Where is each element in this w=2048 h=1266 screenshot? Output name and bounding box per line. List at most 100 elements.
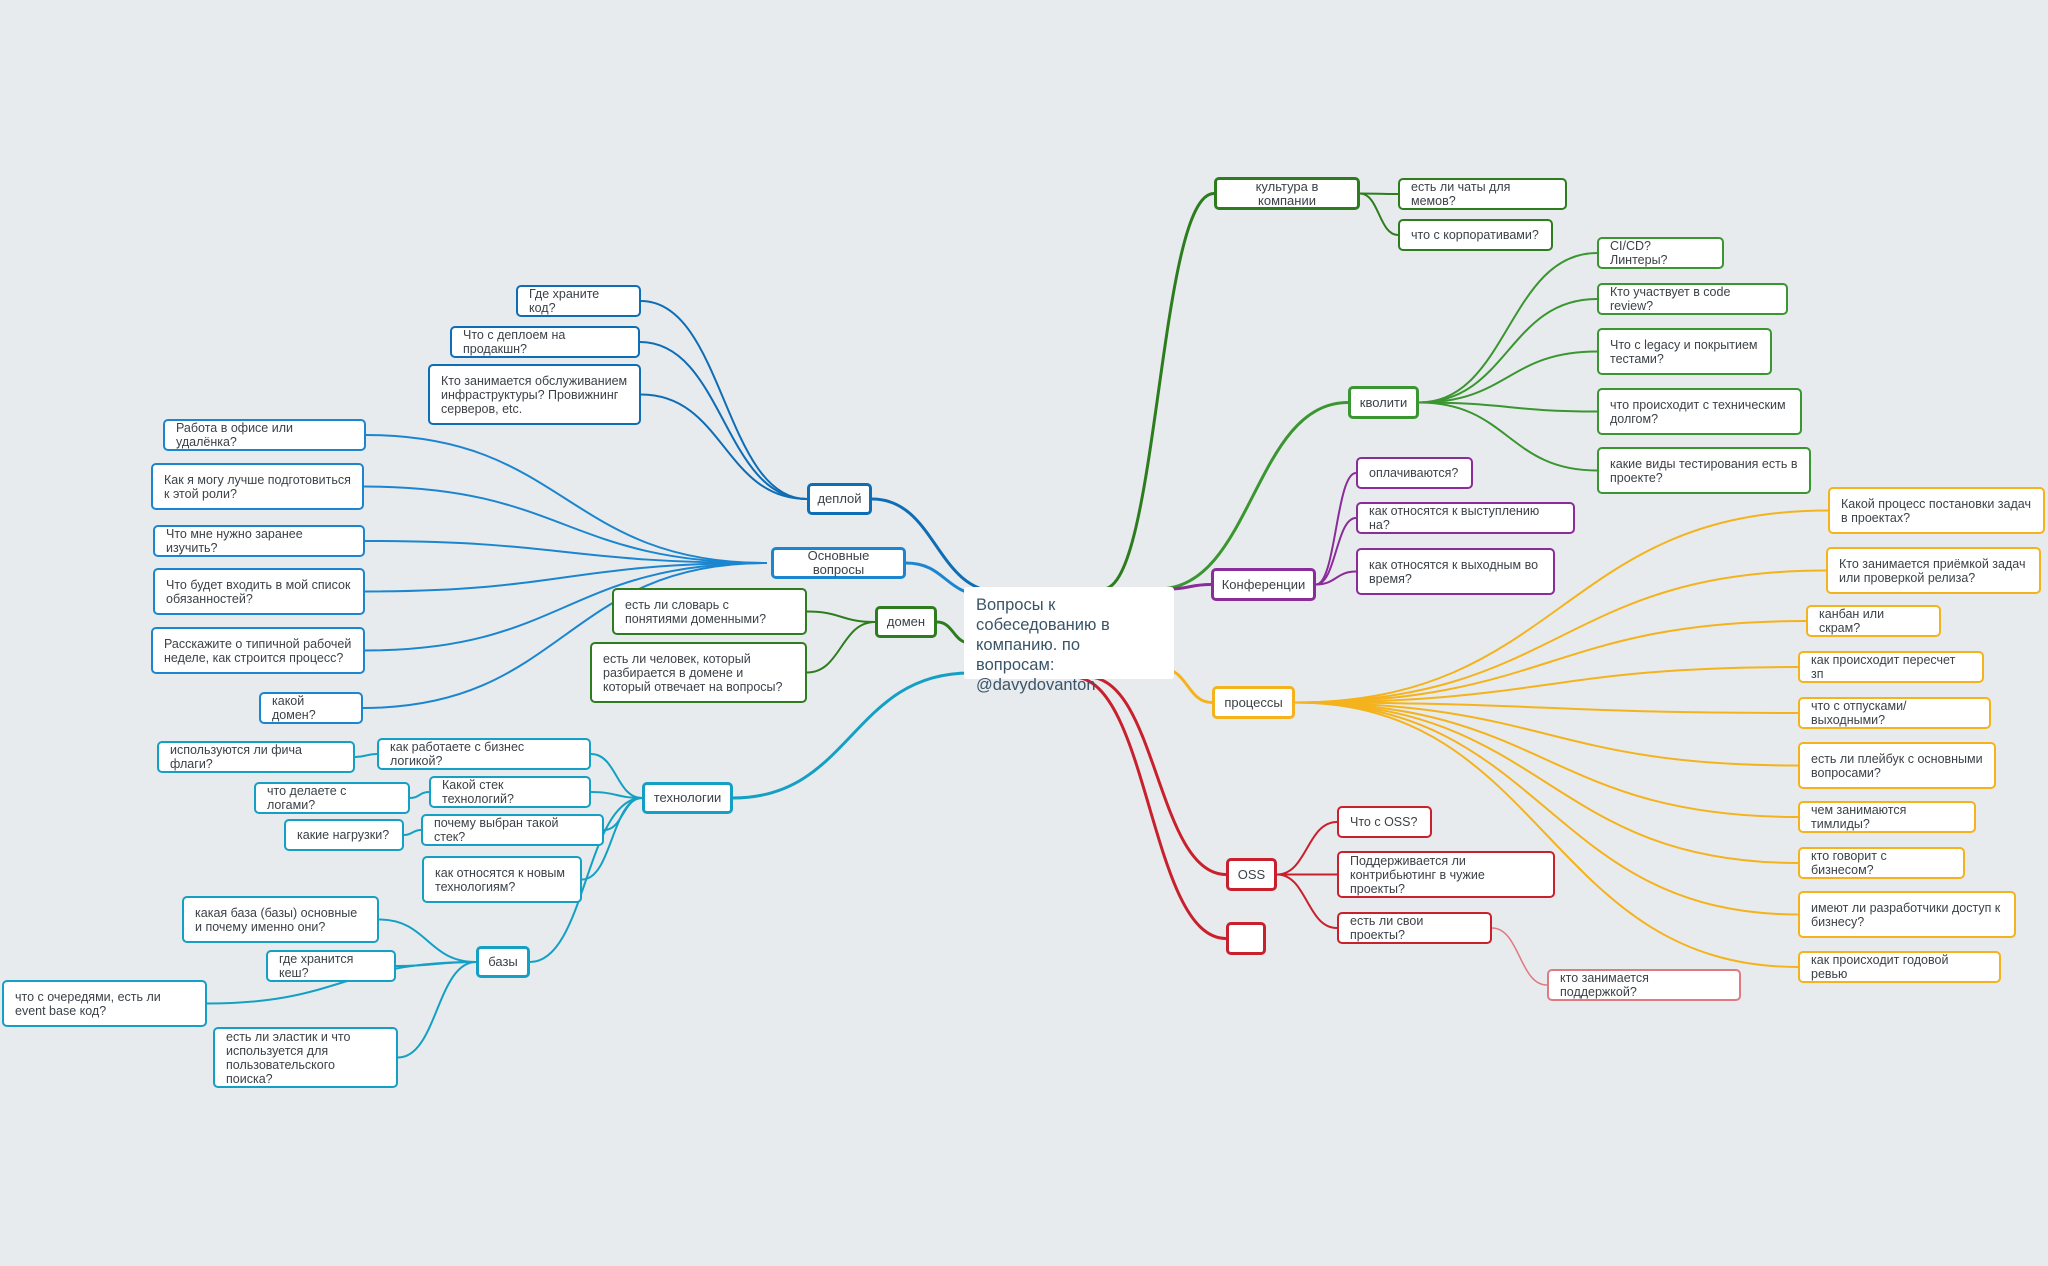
main-question[interactable]: Расскажите о типичной рабочей неделе, ка… — [151, 627, 365, 674]
deploy-question[interactable]: Что с деплоем на продакшн? — [450, 326, 640, 358]
tech-sub-question[interactable]: что делаете с логами? — [254, 782, 410, 814]
link-quality-4 — [1418, 401, 1598, 472]
tech-sub-question[interactable]: используются ли фича флаги? — [157, 741, 355, 773]
link-proc-7 — [1294, 701, 1799, 864]
branch-quality[interactable]: кволити — [1348, 386, 1419, 419]
link-deploy-1 — [639, 341, 808, 500]
branch-culture[interactable]: культура в компании — [1214, 177, 1360, 210]
domain-question[interactable]: есть ли словарь с понятиями доменными? — [612, 588, 807, 635]
main-question[interactable]: Что мне нужно заранее изучить? — [153, 525, 365, 557]
link-proc-2 — [1294, 620, 1807, 704]
link-domain-0 — [806, 610, 876, 623]
process-question[interactable]: кто говорит с бизнесом? — [1798, 847, 1965, 879]
link-bases-3 — [397, 961, 477, 1059]
branch-oss[interactable]: OSS — [1226, 858, 1277, 891]
link-proc-9 — [1294, 701, 1799, 968]
link-techgrand-0 — [354, 753, 378, 758]
domain-question[interactable]: есть ли человек, который разбирается в д… — [590, 642, 807, 703]
link-proc-8 — [1294, 701, 1799, 916]
link-conf-1 — [1315, 517, 1357, 586]
deploy-question[interactable]: Где храните код? — [516, 285, 641, 317]
database-question[interactable]: где хранится кеш? — [266, 950, 396, 982]
branch-empty[interactable] — [1226, 922, 1266, 955]
process-question[interactable]: как происходит пересчет зп — [1798, 651, 1984, 683]
tech-question[interactable]: как относятся к новым технологиям? — [422, 856, 582, 903]
link-oss-2 — [1276, 873, 1338, 929]
culture-question[interactable]: что с корпоративами? — [1398, 219, 1553, 251]
link-tech-0 — [590, 753, 643, 799]
link-culture-1 — [1359, 192, 1399, 236]
tech-question[interactable]: почему выбран такой стек? — [421, 814, 604, 846]
link-bases-2 — [206, 961, 477, 1005]
conference-question[interactable]: оплачиваются? — [1356, 457, 1473, 489]
culture-question[interactable]: есть ли чаты для мемов? — [1398, 178, 1567, 210]
link-deploy-2 — [640, 393, 808, 500]
oss-question[interactable]: есть ли свои проекты? — [1337, 912, 1492, 944]
link-main-4 — [364, 562, 767, 652]
root-topic[interactable]: Вопросы к собеседованию в компанию. по в… — [964, 587, 1174, 694]
conference-question[interactable]: как относятся к выходным во время? — [1356, 548, 1555, 595]
link-techgrand-2 — [403, 829, 422, 836]
tech-question[interactable]: Какой стек технологий? — [429, 776, 591, 808]
oss-sub-question[interactable]: кто занимается поддержкой? — [1547, 969, 1741, 1001]
quality-question[interactable]: Что с legacy и покрытием тестами? — [1597, 328, 1772, 375]
link-root-oss — [1086, 675, 1228, 876]
link-proc-5 — [1294, 701, 1799, 767]
process-question[interactable]: что с отпусками/выходными? — [1798, 697, 1991, 729]
main-question[interactable]: какой домен? — [259, 692, 363, 724]
process-question[interactable]: как происходит годовой ревью — [1798, 951, 2001, 983]
process-question[interactable]: Кто занимается приёмкой задач или провер… — [1826, 547, 2041, 594]
quality-question[interactable]: Кто участвует в code review? — [1597, 283, 1788, 315]
link-root-quality — [1156, 401, 1350, 591]
branch-processes[interactable]: процессы — [1212, 686, 1295, 719]
conference-question[interactable]: как относятся к выступлению на? — [1356, 502, 1575, 534]
branch-domain[interactable]: домен — [875, 606, 937, 638]
link-quality-1 — [1418, 298, 1598, 404]
database-question[interactable]: какая база (базы) основные и почему имен… — [182, 896, 379, 943]
process-question[interactable]: есть ли плейбук с основными вопросами? — [1798, 742, 1996, 789]
branch-tech[interactable]: технологии — [642, 782, 733, 814]
link-quality-0 — [1418, 252, 1598, 404]
process-question[interactable]: Какой процесс постановки задач в проекта… — [1828, 487, 2045, 534]
link-proc-4 — [1294, 701, 1799, 714]
link-techgrand-1 — [409, 791, 430, 799]
link-root-tech — [731, 671, 972, 800]
link-domain-1 — [806, 621, 876, 674]
process-question[interactable]: чем занимаются тимлиды? — [1798, 801, 1976, 833]
main-question[interactable]: Как я могу лучше подготовиться к этой ро… — [151, 463, 364, 510]
link-conf-0 — [1315, 472, 1357, 586]
deploy-question[interactable]: Кто занимается обслуживанием инфраструкт… — [428, 364, 641, 425]
tech-question[interactable]: как работаете с бизнес логикой? — [377, 738, 591, 770]
link-oss-grand — [1491, 927, 1548, 986]
link-proc-0 — [1294, 509, 1829, 704]
link-tech-1 — [590, 791, 643, 799]
database-question[interactable]: что с очередями, есть ли event base код? — [2, 980, 207, 1027]
oss-question[interactable]: Что с OSS? — [1337, 806, 1432, 838]
tech-databases[interactable]: базы — [476, 946, 530, 978]
main-question[interactable]: Что будет входить в мой список обязаннос… — [153, 568, 365, 615]
link-proc-1 — [1294, 569, 1827, 704]
link-tech-4 — [529, 797, 643, 963]
process-question[interactable]: канбан или скрам? — [1806, 605, 1941, 637]
link-quality-3 — [1418, 401, 1598, 413]
branch-main-questions[interactable]: Основные вопросы — [771, 547, 906, 579]
link-root-empty — [1071, 675, 1228, 940]
quality-question[interactable]: какие виды тестирования есть в проекте? — [1597, 447, 1811, 494]
link-quality-2 — [1418, 350, 1598, 404]
oss-question[interactable]: Поддерживается ли контрибьютинг в чужие … — [1337, 851, 1555, 898]
tech-sub-question[interactable]: какие нагрузки? — [284, 819, 404, 851]
link-proc-3 — [1294, 666, 1799, 704]
main-question[interactable]: Работа в офисе или удалёнка? — [163, 419, 366, 451]
link-deploy-0 — [640, 300, 808, 500]
process-question[interactable]: имеют ли разработчики доступ к бизнесу? — [1798, 891, 2016, 938]
link-conf-2 — [1315, 570, 1357, 586]
branch-conferences[interactable]: Конференции — [1211, 568, 1316, 601]
quality-question[interactable]: CI/CD? Линтеры? — [1597, 237, 1724, 269]
branch-deploy[interactable]: деплой — [807, 483, 872, 515]
link-oss-0 — [1276, 821, 1338, 876]
quality-question[interactable]: что происходит с техническим долгом? — [1597, 388, 1802, 435]
link-tech-3 — [581, 797, 643, 881]
database-question[interactable]: есть ли эластик и что используется для п… — [213, 1027, 398, 1088]
link-main-1 — [363, 485, 767, 564]
